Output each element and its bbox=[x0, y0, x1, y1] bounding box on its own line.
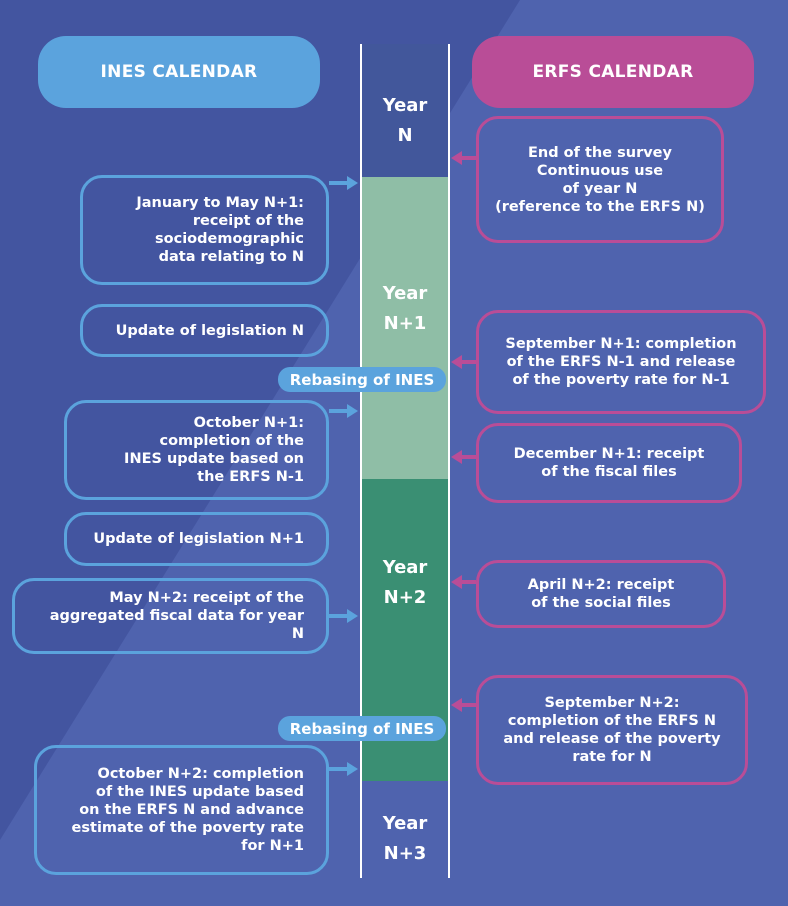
ines-event-update-erfs-n-1: October N+1: completion of the INES upda… bbox=[64, 400, 329, 500]
erfs-event-text: September N+2: completion of the ERFS N … bbox=[503, 695, 721, 765]
ines-event-aggregated-fiscal: May N+2: receipt of the aggregated fisca… bbox=[12, 578, 329, 654]
erfs-calendar-header: ERFS CALENDAR bbox=[472, 36, 754, 108]
year-n1-band bbox=[362, 177, 448, 479]
year-n2-label: Year N+2 bbox=[382, 557, 428, 608]
erfs-event-completion-n: September N+2: completion of the ERFS N … bbox=[476, 675, 748, 785]
erfs-event-text: April N+2: receipt of the social files bbox=[527, 577, 675, 611]
year-n-band bbox=[362, 44, 448, 177]
year-n3-label: Year N+3 bbox=[382, 813, 428, 864]
ines-event-text: January to May N+1: receipt of the socio… bbox=[136, 195, 304, 265]
erfs-calendar-title: ERFS CALENDAR bbox=[532, 62, 694, 82]
erfs-event-text: End of the survey Continuous use of year… bbox=[495, 144, 705, 215]
ines-event-text: October N+1: completion of the INES upda… bbox=[124, 415, 304, 485]
ines-event-text: Update of legislation N+1 bbox=[93, 531, 304, 547]
erfs-event-completion-n-1: September N+1: completion of the ERFS N-… bbox=[476, 310, 766, 414]
timeline-right-line bbox=[448, 44, 450, 878]
ines-event-text: October N+2: completion of the INES upda… bbox=[71, 766, 304, 854]
erfs-event-social-files: April N+2: receipt of the social files bbox=[476, 560, 726, 628]
ines-event-sociodemographic: January to May N+1: receipt of the socio… bbox=[80, 175, 329, 285]
year-n-label: Year N bbox=[382, 95, 428, 146]
rebasing-ines-badge-2: Rebasing of INES bbox=[278, 716, 446, 741]
rebasing-ines-badge-1: Rebasing of INES bbox=[278, 367, 446, 392]
ines-event-update-erfs-n: October N+2: completion of the INES upda… bbox=[34, 745, 329, 875]
rebasing-ines-label: Rebasing of INES bbox=[289, 719, 435, 738]
ines-event-legislation-n1: Update of legislation N+1 bbox=[64, 512, 329, 566]
ines-event-text: Update of legislation N bbox=[115, 322, 304, 339]
ines-calendar-header: INES CALENDAR bbox=[38, 36, 320, 108]
ines-calendar-title: INES CALENDAR bbox=[100, 62, 258, 82]
erfs-event-end-of-survey: End of the survey Continuous use of year… bbox=[476, 116, 724, 243]
year-n1-label: Year N+1 bbox=[382, 283, 428, 334]
ines-event-text: May N+2: receipt of the aggregated fisca… bbox=[49, 590, 304, 642]
erfs-event-text: September N+1: completion of the ERFS N-… bbox=[505, 336, 737, 388]
ines-event-legislation-n: Update of legislation N bbox=[80, 304, 329, 357]
rebasing-ines-label: Rebasing of INES bbox=[289, 370, 435, 389]
erfs-event-text: December N+1: receipt of the fiscal file… bbox=[513, 446, 705, 480]
erfs-event-fiscal-files: December N+1: receipt of the fiscal file… bbox=[476, 423, 742, 503]
timeline-left-line bbox=[360, 44, 362, 878]
